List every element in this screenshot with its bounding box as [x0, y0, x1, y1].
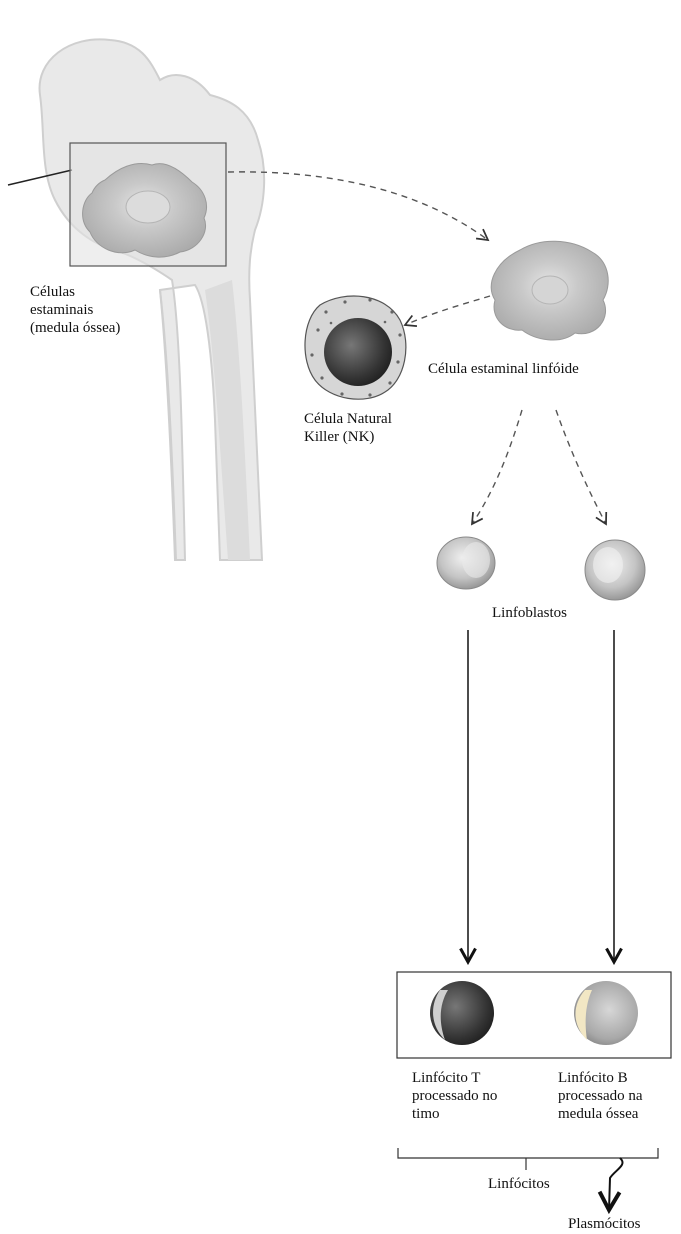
- label-plasmocytes: Plasmócitos: [566, 1214, 643, 1234]
- label-t-lymphocyte: Linfócito T processado no timo: [410, 1068, 499, 1124]
- dashed-arrow-to-right-lymphoblast: [556, 410, 606, 524]
- dashed-arrow-to-nk-cell: [405, 296, 490, 325]
- lymphoblast-right: [585, 540, 645, 600]
- label-lymphoblasts: Linfoblastos: [490, 603, 569, 623]
- label-lymphoid-stem-cell: Célula estaminal linfóide: [426, 359, 581, 379]
- label-stem-cells: Células estaminais (medula óssea): [28, 282, 122, 338]
- lymphoid-stem-cell-nucleus: [532, 276, 568, 304]
- b-lymphocyte-cell: [574, 981, 638, 1045]
- t-lymphocyte-cell: [430, 981, 494, 1045]
- stem-cell-nucleus: [126, 191, 170, 223]
- nk-cell: [305, 296, 406, 399]
- dashed-arrow-to-left-lymphoblast: [472, 410, 522, 524]
- lymphoblast-left: [437, 537, 495, 589]
- label-b-lymphocyte: Linfócito B processado na medula óssea: [556, 1068, 645, 1124]
- label-nk-cell: Célula Natural Killer (NK): [302, 409, 394, 447]
- arrow-to-plasmocytes: [609, 1158, 623, 1210]
- label-lymphocytes: Linfócitos: [486, 1174, 552, 1194]
- dashed-arrow-to-lymphoid-stem-cell: [228, 172, 488, 240]
- lymphocytes-bracket: [398, 1148, 658, 1158]
